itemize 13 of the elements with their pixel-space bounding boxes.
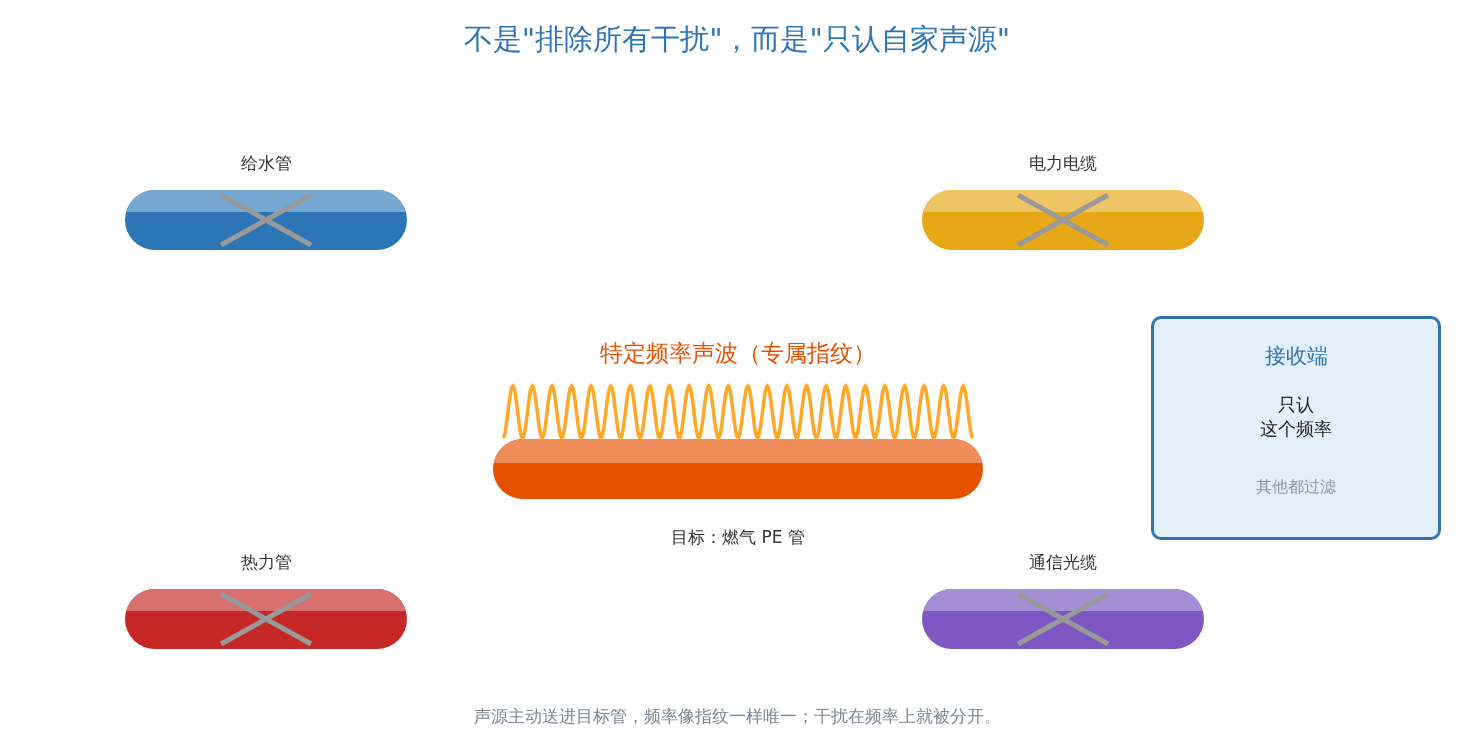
pipe-label: 电力电缆: [1029, 152, 1097, 175]
pipe-label: 通信光缆: [1029, 551, 1097, 574]
title: 不是"排除所有干扰"，而是"只认自家声源": [463, 21, 1011, 58]
target-caption: 目标：燃气 PE 管: [671, 526, 805, 549]
receiver-title: 接收端: [1264, 343, 1328, 370]
receiver-text: 这个频率: [1260, 416, 1332, 441]
wave-heading: 特定频率声波（专属指纹）: [600, 339, 876, 368]
receiver-note: 其他都过滤: [1256, 475, 1336, 498]
pipe-label: 给水管: [240, 152, 292, 175]
receiver-panel: [1151, 316, 1441, 540]
caption: 声源主动送进目标管，频率像指纹一样唯一；干扰在频率上就被分开。: [473, 705, 1001, 728]
pipe-label: 热力管: [240, 551, 292, 574]
receiver-text: 只认: [1278, 392, 1314, 417]
